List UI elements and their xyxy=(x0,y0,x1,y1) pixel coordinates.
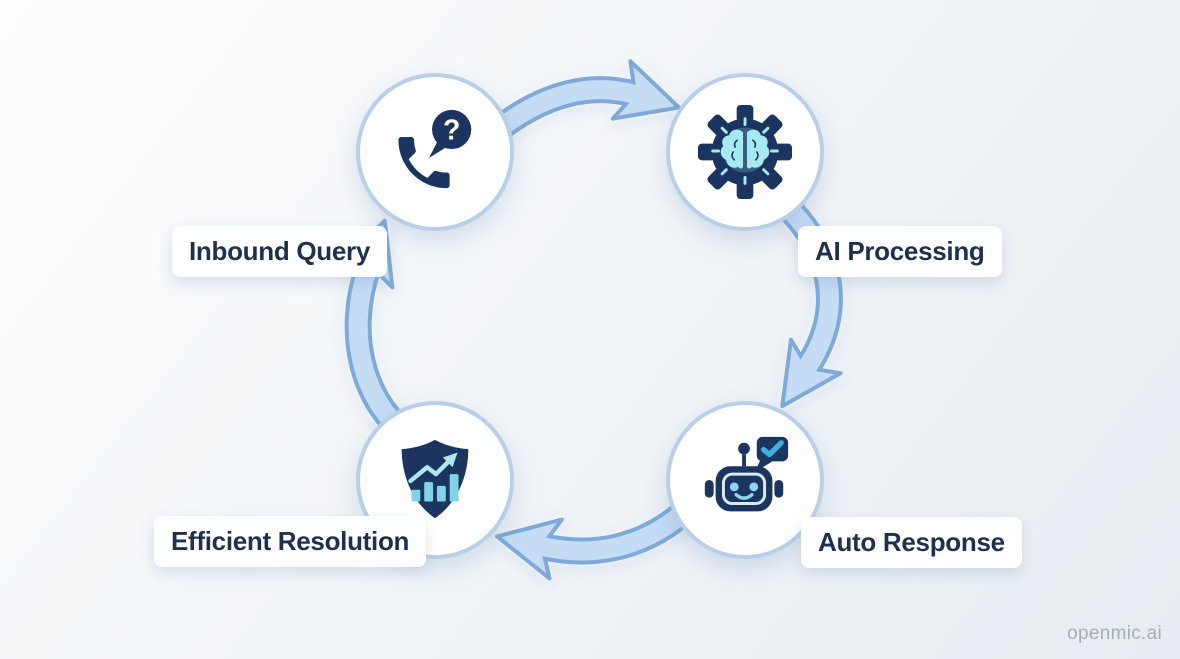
robot-check-icon xyxy=(704,436,789,512)
label-inbound-query: Inbound Query xyxy=(172,226,387,277)
node-circle-auto-response xyxy=(666,401,824,559)
watermark: openmic.ai xyxy=(1067,623,1162,644)
label-auto-response: Auto Response xyxy=(801,517,1022,568)
arrow-right xyxy=(768,187,843,409)
node-circle-inbound-query: ? xyxy=(356,73,514,231)
node-circle-efficient-resolution xyxy=(356,401,514,559)
question-mark-glyph: ? xyxy=(443,114,460,146)
label-ai-processing: AI Processing xyxy=(798,226,1002,277)
shield-chart-icon xyxy=(401,439,469,519)
label-efficient-resolution: Efficient Resolution xyxy=(154,516,427,567)
arrow-top xyxy=(485,59,681,143)
phone-question-icon: ? xyxy=(398,109,472,189)
gear-brain-icon xyxy=(697,104,793,200)
arrow-bottom xyxy=(495,503,692,581)
node-circle-ai-processing xyxy=(666,73,824,231)
